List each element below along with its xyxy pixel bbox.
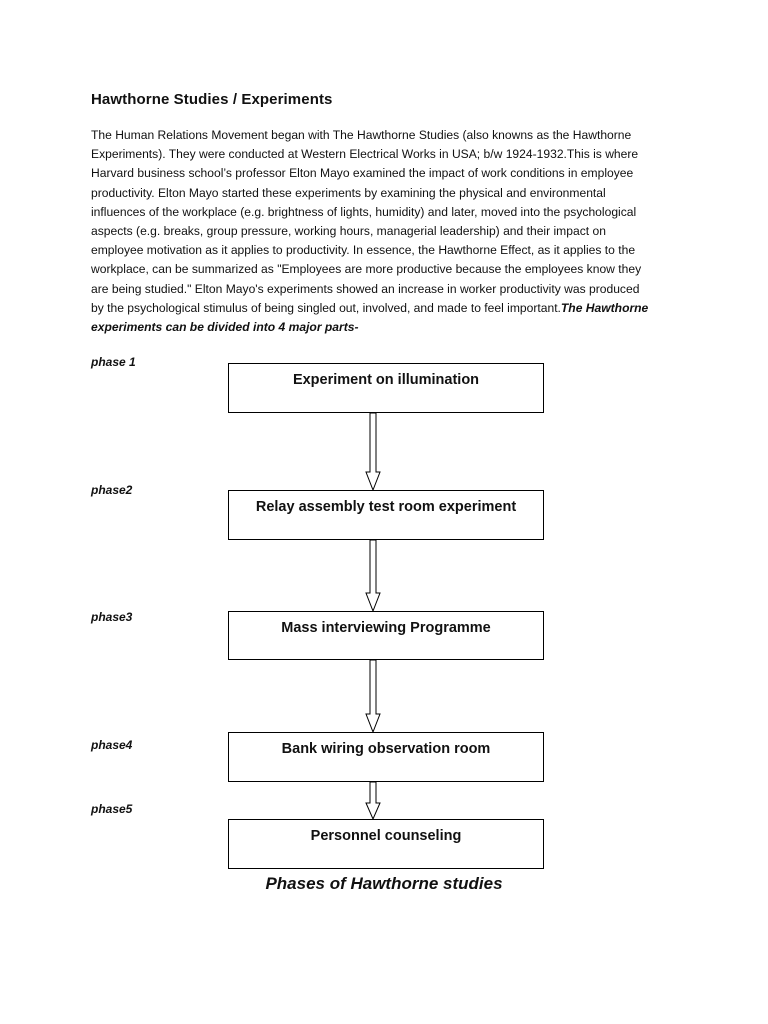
phase-box-label: Mass interviewing Programme xyxy=(281,620,491,636)
paragraph-line: Experiments). They were conducted at Wes… xyxy=(91,147,639,162)
phase-box-label: Experiment on illumination xyxy=(292,372,480,388)
emphasis-text-start: The Hawthorne xyxy=(560,300,649,315)
phase-box-4: Bank wiring observation room xyxy=(228,732,544,782)
paragraph-line-with-emphasis: by the psychological stimulus of being s… xyxy=(91,299,691,318)
phase-box-label: Relay assembly test room experiment xyxy=(255,499,517,515)
phase-box-1: Experiment on illumination xyxy=(228,363,544,413)
down-arrow-2-3 xyxy=(365,539,381,613)
diagram-caption: Phases of Hawthorne studies xyxy=(265,874,503,893)
intro-paragraph: The Human Relations Movement began with … xyxy=(91,126,691,337)
phase-box-5: Personnel counseling xyxy=(228,819,544,869)
phase-box-label: Bank wiring observation room xyxy=(281,741,491,757)
arrow-group xyxy=(365,412,381,821)
phase-box-3: Mass interviewing Programme xyxy=(228,611,544,660)
paragraph-line: aspects (e.g. breaks, group pressure, wo… xyxy=(91,224,606,239)
document-title: Hawthorne Studies / Experiments xyxy=(91,91,333,108)
emphasis-text-end: experiments can be divided into 4 major … xyxy=(91,320,359,335)
phase-box-label: Personnel counseling xyxy=(310,828,462,844)
down-arrow-4-5 xyxy=(365,781,381,821)
phase-label-3: phase3 xyxy=(91,610,133,624)
phase-label-5: phase5 xyxy=(91,802,133,816)
paragraph-line: Harvard business school’s professor Elto… xyxy=(91,166,634,181)
phase-label-1: phase 1 xyxy=(91,355,136,369)
paragraph-line: are being studied." Elton Mayo's experim… xyxy=(91,281,640,296)
paragraph-line: employee motivation as it applies to pro… xyxy=(91,243,636,258)
paragraph-line: influences of the workplace (e.g. bright… xyxy=(91,204,637,219)
phase-label-2: phase2 xyxy=(91,483,133,497)
paragraph-line: workplace, can be summarized as "Employe… xyxy=(91,262,642,277)
phase-box-2: Relay assembly test room experiment xyxy=(228,490,544,540)
down-arrow-3-4 xyxy=(365,659,381,734)
paragraph-line-text: by the psychological stimulus of being s… xyxy=(91,300,561,315)
paragraph-line: The Human Relations Movement began with … xyxy=(91,128,632,142)
phase-label-4: phase4 xyxy=(91,738,133,752)
paragraph-line: productivity. Elton Mayo started these e… xyxy=(91,185,606,200)
down-arrow-1-2 xyxy=(365,412,381,492)
